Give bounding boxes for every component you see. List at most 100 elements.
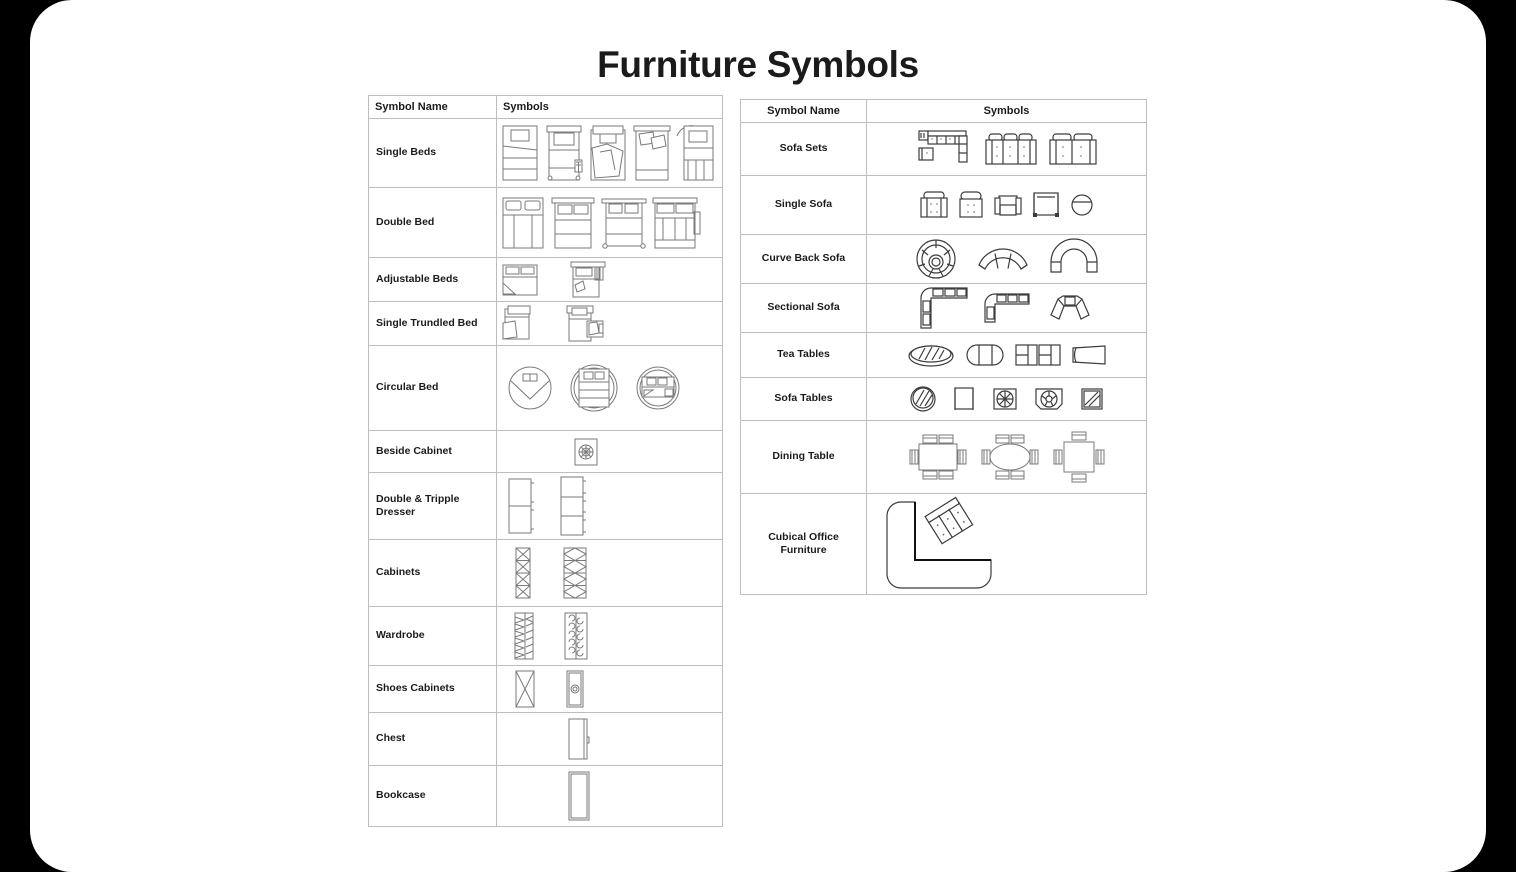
table-row: Adjustable Beds (368, 257, 723, 302)
symbol-cell-beside-cabinet (496, 430, 723, 473)
symbol-cell-dresser (496, 472, 723, 540)
curve-back-sofa-icon (977, 248, 1028, 270)
cubical-office-icon (886, 496, 992, 589)
row-label-single-beds: Single Beds (368, 118, 497, 188)
single-bed-icon (676, 125, 714, 181)
sofa-table-icon (909, 386, 936, 412)
single-sofa-icon (1070, 194, 1093, 216)
symbol-cell-cubical-office-furniture (866, 493, 1147, 595)
table-row: Curve Back Sofa (740, 234, 1147, 284)
row-label-cabinets: Cabinets (368, 539, 497, 607)
wardrobe-icon (564, 612, 588, 660)
cabinet-icon (562, 547, 588, 599)
row-label-circular-bed: Circular Bed (368, 345, 497, 431)
row-label-sectional-sofa: Sectional Sofa (740, 283, 867, 333)
double-bed-icon (601, 198, 647, 249)
table-row: Sofa Tables (740, 377, 1147, 421)
row-label-sofa-tables: Sofa Tables (740, 377, 867, 421)
table-row: Bookcase (368, 765, 723, 827)
table-header-row: Symbol Name Symbols (368, 95, 723, 119)
table-row: Single Trundled Bed (368, 301, 723, 346)
symbol-cell-single-trundled-bed (496, 301, 723, 346)
header-symbols: Symbols (866, 99, 1147, 123)
curve-back-sofa-icon (1049, 238, 1098, 273)
row-label-cubical-office-furniture: Cubical Office Furniture (740, 493, 867, 595)
row-label-wardrobe: Wardrobe (368, 606, 497, 666)
table-row: Beside Cabinet (368, 430, 723, 473)
table-row: Chest (368, 712, 723, 766)
symbol-cell-adjustable-beds (496, 257, 723, 302)
row-label-sofa-sets: Sofa Sets (740, 122, 867, 176)
single-bed-icon (502, 125, 538, 181)
circular-bed-icon (508, 366, 552, 410)
single-sofa-icon (919, 191, 948, 218)
row-label-bookcase: Bookcase (368, 765, 497, 827)
table-row: Shoes Cabinets (368, 665, 723, 713)
sofa-set-icon (917, 130, 968, 163)
table-row: Dining Table (740, 420, 1147, 494)
symbol-cell-sectional-sofa (866, 283, 1147, 333)
tea-table-icon (1014, 344, 1061, 366)
symbol-cell-dining-table (866, 420, 1147, 494)
symbol-cell-cabinets (496, 539, 723, 607)
single-sofa-icon (993, 195, 1022, 216)
table-row: Cabinets (368, 539, 723, 607)
row-label-chest: Chest (368, 712, 497, 766)
table-row: Sectional Sofa (740, 283, 1147, 333)
symbol-cell-sofa-sets (866, 122, 1147, 176)
symbol-cell-chest (496, 712, 723, 766)
single-sofa-icon (1032, 192, 1059, 217)
page-card: Furniture Symbols Symbol Name Symbols Si… (30, 0, 1486, 872)
symbol-cell-curve-back-sofa (866, 234, 1147, 284)
row-label-curve-back-sofa: Curve Back Sofa (740, 234, 867, 284)
sofa-table-icon (1034, 388, 1063, 410)
symbol-cell-double-bed (496, 187, 723, 258)
left-symbol-table: Symbol Name Symbols Single Beds (368, 95, 723, 827)
tea-table-icon (907, 345, 954, 367)
single-bed-icon (590, 125, 626, 181)
adjustable-bed-icon (502, 264, 538, 295)
row-label-dresser: Double & Tripple Dresser (368, 472, 497, 540)
circular-bed-icon (570, 364, 618, 412)
page-title: Furniture Symbols (597, 44, 919, 85)
circular-bed-icon (636, 366, 680, 410)
cabinet-icon (515, 547, 531, 599)
dining-table-icon (909, 434, 966, 480)
row-label-double-bed: Double Bed (368, 187, 497, 258)
chest-icon (568, 718, 590, 760)
beside-cabinet-icon (574, 438, 598, 465)
dining-table-icon (981, 434, 1038, 480)
header-symbols: Symbols (496, 95, 723, 119)
header-symbol-name: Symbol Name (740, 99, 867, 123)
row-label-dining-table: Dining Table (740, 420, 867, 494)
table-row: Circular Bed (368, 345, 723, 431)
symbol-cell-sofa-tables (866, 377, 1147, 421)
single-bed-icon (546, 125, 583, 181)
single-sofa-icon (958, 191, 983, 218)
table-row: Sofa Sets (740, 122, 1147, 176)
adjustable-bed-icon (570, 261, 606, 297)
bookcase-icon (568, 771, 590, 821)
double-bed-icon (551, 197, 595, 248)
right-symbol-table: Symbol Name Symbols Sofa Sets (740, 99, 1147, 595)
trundle-bed-icon (502, 305, 531, 340)
sofa-table-icon (992, 388, 1017, 410)
symbol-cell-single-sofa (866, 175, 1147, 235)
table-row: Single Sofa (740, 175, 1147, 235)
tea-table-icon (1071, 345, 1106, 365)
symbol-cell-tea-tables (866, 332, 1147, 378)
sofa-set-icon (1048, 133, 1097, 165)
symbol-cell-shoes-cabinets (496, 665, 723, 713)
sectional-sofa-icon (919, 287, 968, 329)
table-row: Tea Tables (740, 332, 1147, 378)
row-label-beside-cabinet: Beside Cabinet (368, 430, 497, 473)
sectional-sofa-icon (983, 293, 1030, 323)
table-row: Wardrobe (368, 606, 723, 666)
shoe-cabinet-icon (515, 670, 535, 708)
double-bed-icon (652, 197, 701, 248)
sofa-table-icon (953, 387, 974, 410)
symbol-cell-single-beds (496, 118, 723, 188)
symbol-cell-wardrobe (496, 606, 723, 666)
row-label-single-sofa: Single Sofa (740, 175, 867, 235)
single-bed-icon (633, 125, 671, 181)
